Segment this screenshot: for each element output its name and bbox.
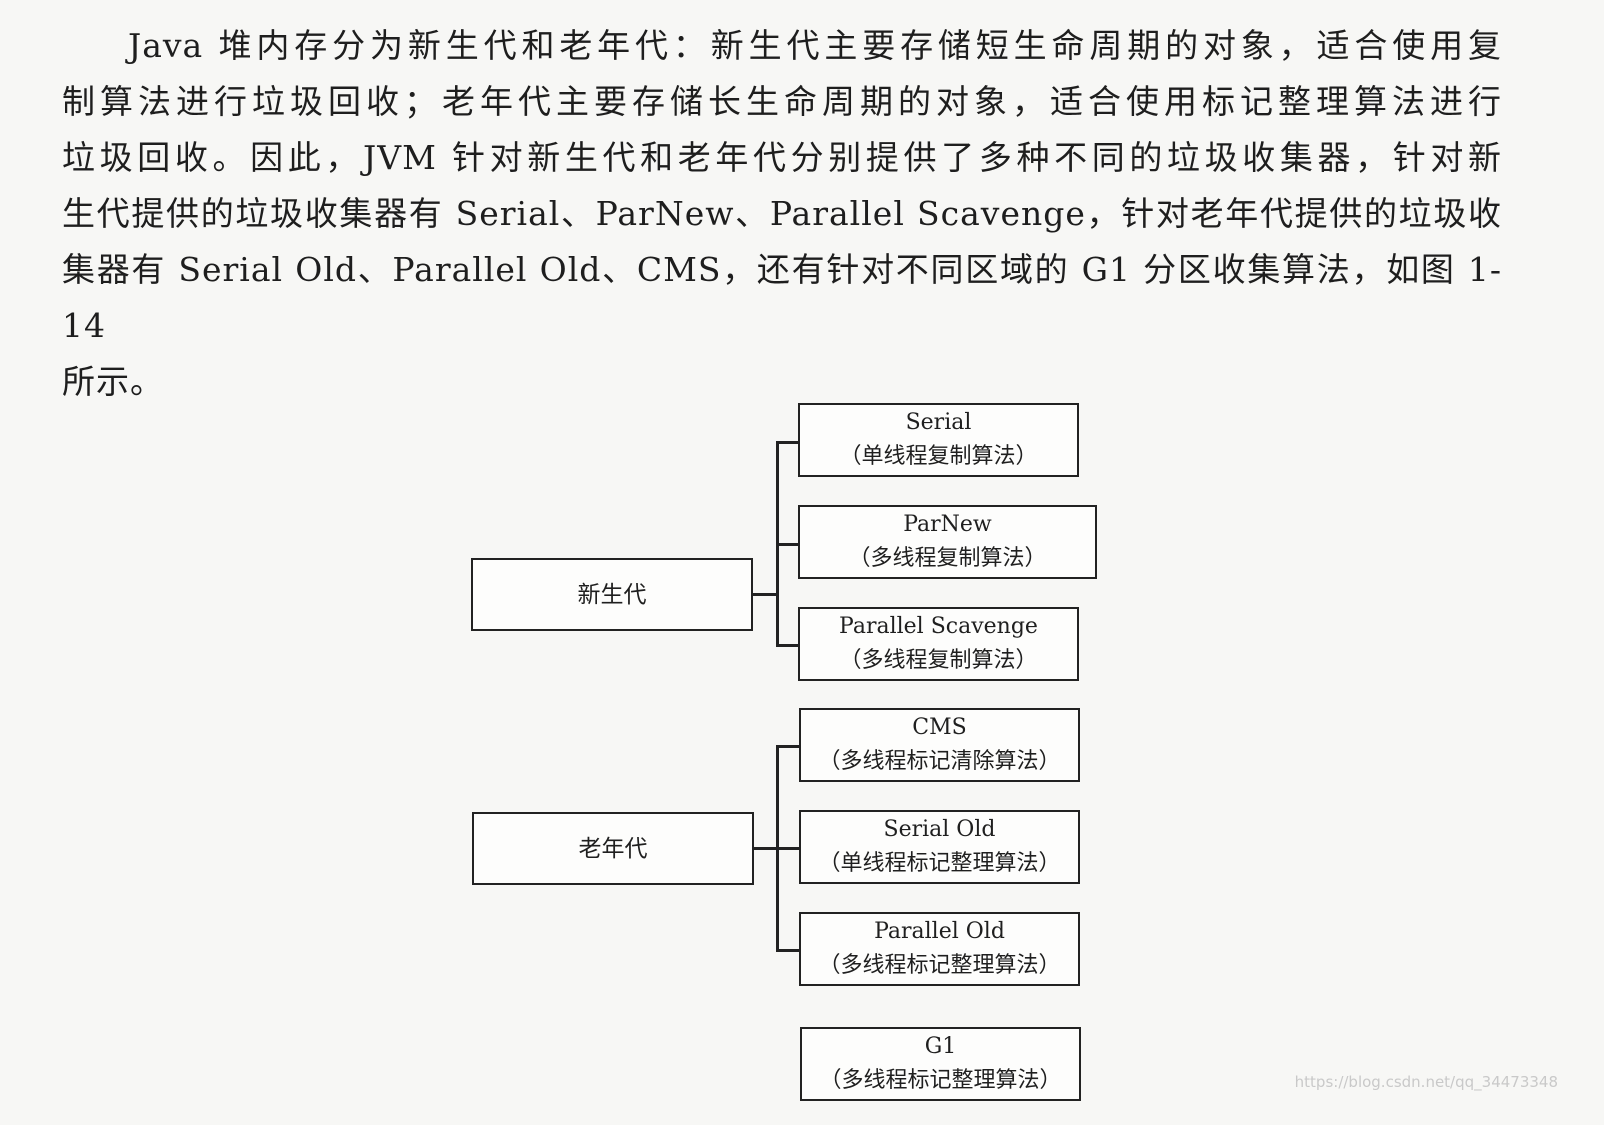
collector-box-g1: G1 （多线程标记整理算法）	[800, 1027, 1081, 1101]
young-generation-box: 新生代	[471, 558, 753, 631]
watermark-text: https://blog.csdn.net/qq_34473348	[1294, 1073, 1558, 1091]
collector-name: G1	[924, 1034, 957, 1059]
old-generation-box: 老年代	[472, 812, 754, 885]
connector-line	[754, 847, 778, 850]
connector-line	[776, 847, 800, 850]
collector-name: Parallel Old	[874, 919, 1005, 944]
connector-line	[776, 441, 799, 444]
collector-box-parallel-scavenge: Parallel Scavenge （多线程复制算法）	[798, 607, 1079, 681]
paragraph-line: 垃圾回收。因此，JVM 针对新生代和老年代分别提供了多种不同的垃圾收集器，针对新	[62, 138, 1502, 177]
collector-box-parnew: ParNew （多线程复制算法）	[798, 505, 1097, 579]
collector-box-parallel-old: Parallel Old （多线程标记整理算法）	[799, 912, 1080, 986]
old-generation-label: 老年代	[578, 835, 648, 862]
collector-name: Serial	[905, 410, 972, 435]
collector-name: CMS	[912, 715, 967, 740]
paragraph-line: 所示。	[62, 362, 164, 401]
connector-line	[776, 644, 799, 647]
collector-algorithm: （多线程复制算法）	[848, 546, 1047, 571]
collector-box-serial-old: Serial Old （单线程标记整理算法）	[799, 810, 1080, 884]
collector-name: Serial Old	[883, 817, 996, 842]
collector-algorithm: （多线程标记整理算法）	[819, 1068, 1062, 1093]
collector-algorithm: （多线程标记清除算法）	[818, 749, 1061, 774]
collector-algorithm: （单线程标记整理算法）	[818, 851, 1061, 876]
collector-name: ParNew	[903, 512, 992, 537]
collector-algorithm: （多线程复制算法）	[839, 648, 1038, 673]
paragraph-line: Java 堆内存分为新生代和老年代：新生代主要存储短生命周期的对象，适合使用复	[128, 26, 1502, 65]
connector-line	[776, 441, 779, 646]
connector-line	[776, 543, 799, 546]
connector-line	[776, 949, 800, 952]
connector-line	[776, 745, 800, 748]
collector-algorithm: （单线程复制算法）	[839, 444, 1038, 469]
paragraph-line: 集器有 Serial Old、Parallel Old、CMS，还有针对不同区域…	[62, 250, 1502, 345]
young-generation-label: 新生代	[577, 581, 647, 608]
connector-line	[753, 593, 777, 596]
collector-box-serial: Serial （单线程复制算法）	[798, 403, 1079, 477]
collector-name: Parallel Scavenge	[839, 614, 1038, 639]
collector-box-cms: CMS （多线程标记清除算法）	[799, 708, 1080, 782]
collector-algorithm: （多线程标记整理算法）	[818, 953, 1061, 978]
connector-line	[776, 745, 779, 950]
paragraph-line: 生代提供的垃圾收集器有 Serial、ParNew、Parallel Scave…	[62, 194, 1502, 233]
paragraph-line: 制算法进行垃圾回收；老年代主要存储长生命周期的对象，适合使用标记整理算法进行	[62, 82, 1502, 121]
body-paragraph: Java 堆内存分为新生代和老年代：新生代主要存储短生命周期的对象，适合使用复 …	[62, 18, 1502, 410]
